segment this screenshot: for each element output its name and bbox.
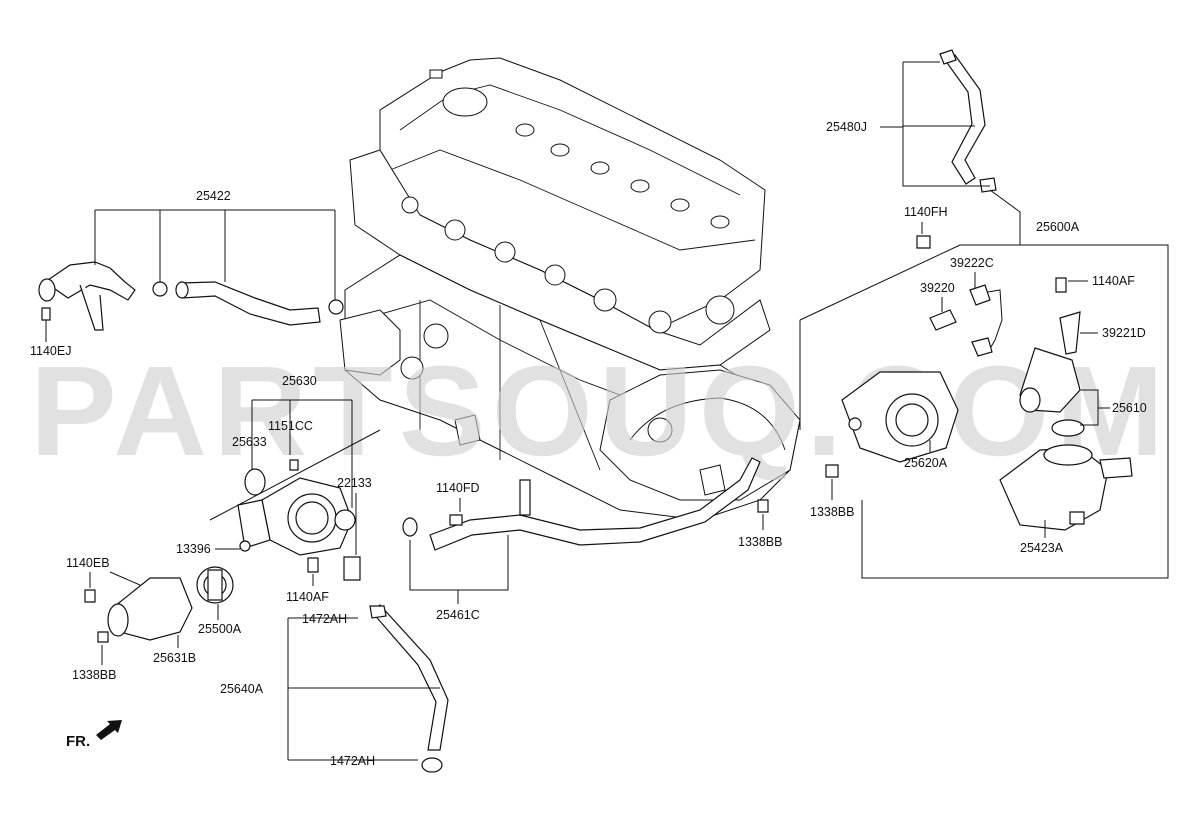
label-25423A: 25423A xyxy=(1020,541,1064,555)
part-25423A-thermostat-housing xyxy=(999,444,1133,531)
label-1338BB-right: 1338BB xyxy=(810,505,854,519)
label-25633: 25633 xyxy=(232,435,267,449)
label-1140FH: 1140FH xyxy=(904,205,948,219)
label-39221D: 39221D xyxy=(1102,326,1146,340)
label-1140AF-right: 1140AF xyxy=(1092,274,1135,288)
label-39220: 39220 xyxy=(920,281,955,295)
label-25640A: 25640A xyxy=(220,682,264,696)
part-25422-assembly xyxy=(38,261,344,331)
label-25480J: 25480J xyxy=(826,120,867,134)
part-25640A-hose xyxy=(369,604,449,773)
label-13396: 13396 xyxy=(176,542,211,556)
label-25500A: 25500A xyxy=(198,622,242,636)
part-39222C-sensor xyxy=(969,284,1003,357)
label-1140FD: 1140FD xyxy=(436,481,480,495)
part-25631B-water-inlet xyxy=(84,577,193,643)
label-22133: 22133 xyxy=(337,476,372,490)
engine-block xyxy=(339,57,801,521)
label-25630: 25630 xyxy=(282,374,317,388)
part-39220-sensor xyxy=(929,309,957,331)
label-25422: 25422 xyxy=(196,189,231,203)
label-25631B: 25631B xyxy=(153,651,196,665)
watermark-text: PARTSOUQ.COM xyxy=(30,340,1170,483)
label-1151CC: 1151CC xyxy=(268,419,313,433)
label-1338BB-left: 1338BB xyxy=(72,668,116,682)
part-25620A-water-pump xyxy=(841,371,959,463)
front-arrow-icon xyxy=(96,720,122,740)
label-1472AH-top: 1472AH xyxy=(302,612,347,626)
label-1140EB: 1140EB xyxy=(66,556,110,570)
label-25600A: 25600A xyxy=(1036,220,1080,234)
label-39222C: 39222C xyxy=(950,256,994,270)
front-indicator-label: FR. xyxy=(66,733,90,750)
part-25630-thermostat-housing xyxy=(237,459,356,556)
label-1338BB-mid: 1338BB xyxy=(738,535,782,549)
part-25480J-hose xyxy=(939,49,997,193)
label-1472AH-bottom: 1472AH xyxy=(330,754,375,768)
label-25620A: 25620A xyxy=(904,456,948,470)
part-25461C-hose xyxy=(402,457,761,551)
part-25610-pipe xyxy=(1019,347,1085,437)
label-1140AF-left: 1140AF xyxy=(286,590,329,604)
part-25500A-thermostat xyxy=(196,566,234,604)
label-25461C: 25461C xyxy=(436,608,480,622)
label-1140EJ: 1140EJ xyxy=(30,344,71,358)
label-25610: 25610 xyxy=(1112,401,1147,415)
